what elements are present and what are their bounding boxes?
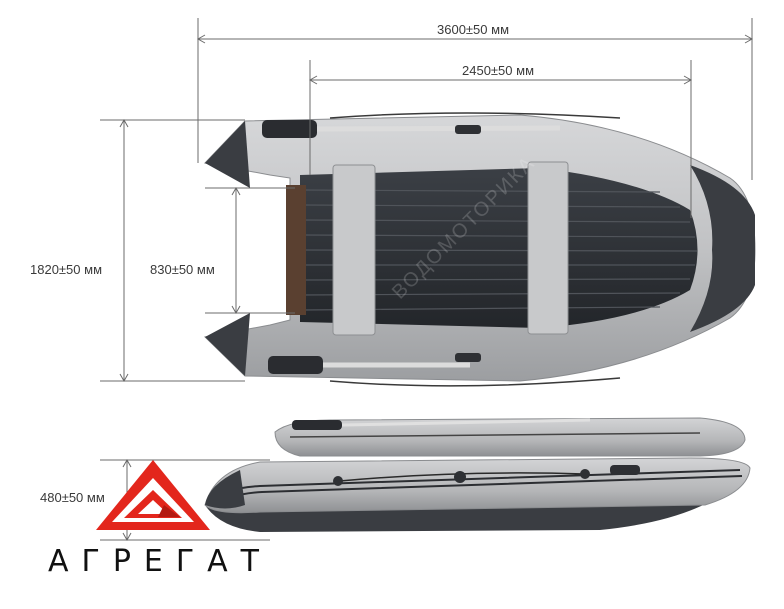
- side-cone: [205, 470, 245, 509]
- transom: [286, 185, 306, 315]
- side-handle: [610, 465, 640, 475]
- handle-bottom: [455, 353, 481, 362]
- seat-front: [527, 161, 569, 335]
- tube-cone-bottom: [205, 313, 250, 376]
- side-fitting-2: [454, 471, 466, 483]
- side-oar-blade: [292, 420, 342, 430]
- tube-cone-top: [205, 121, 250, 188]
- side-fitting-3: [580, 469, 590, 479]
- boat-top-view: ВОДОМОТОРИКА: [203, 112, 756, 387]
- dim-inner-length-label: 2450±50 мм: [460, 63, 537, 79]
- oar-top: [262, 120, 561, 138]
- dim-inner-width-label: 830±50 мм: [148, 262, 217, 278]
- boat-side-view: [204, 417, 751, 532]
- brand-name: АГРЕГАТ: [48, 544, 273, 579]
- dim-overall-length-label: 3600±50 мм: [435, 22, 512, 38]
- floor: [300, 168, 698, 328]
- handle-top: [455, 125, 481, 134]
- rope-top: [329, 112, 621, 119]
- rope-bottom: [329, 377, 621, 387]
- dim-height-label: 480±50 мм: [38, 490, 107, 506]
- seat-rear: [332, 164, 376, 336]
- oar-bottom: [268, 356, 470, 374]
- side-fitting-1: [333, 476, 343, 486]
- triangle-logo-icon: [96, 460, 210, 530]
- bow-dark: [690, 165, 755, 332]
- dim-overall-width-label: 1820±50 мм: [28, 262, 105, 278]
